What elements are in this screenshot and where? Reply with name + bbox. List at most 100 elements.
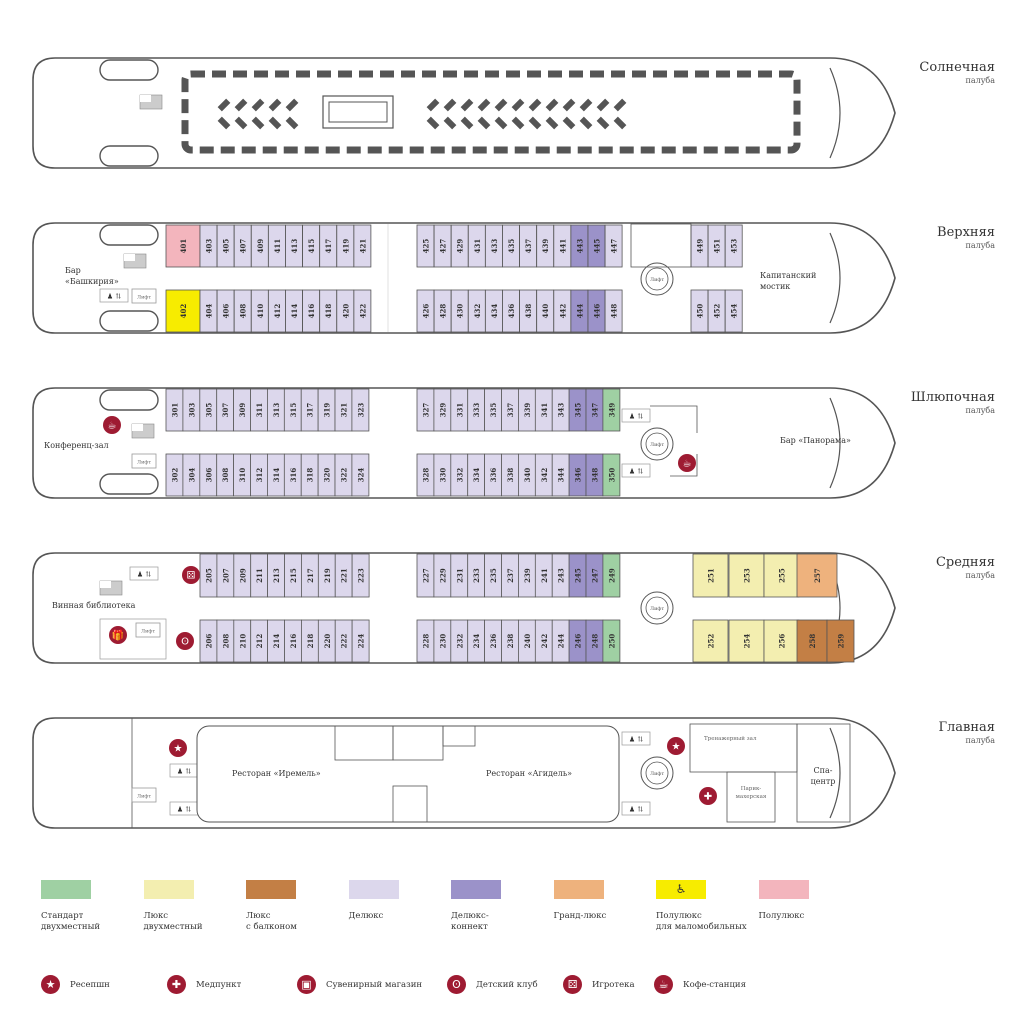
lifeboat — [99, 389, 159, 411]
restaurant-iremel-label: Ресторан «Иремель» — [232, 769, 321, 778]
cabin-label-243: 243 — [557, 568, 566, 583]
cabin-label-224: 224 — [357, 634, 366, 649]
legend-swatch — [451, 880, 501, 899]
deck-wall — [650, 405, 698, 433]
cabin-label-322: 322 — [340, 468, 349, 483]
gym-label: Тренажерный зал — [704, 736, 757, 742]
legend-label: двухместный — [143, 922, 203, 932]
cabin-254 — [728, 619, 765, 663]
legend-label: Гранд-люкс — [553, 911, 607, 921]
stairs-gap — [132, 424, 143, 431]
cabin-label-348: 348 — [591, 468, 600, 483]
cabin-label-316: 316 — [289, 468, 298, 483]
legend-label: Делюкс — [348, 911, 384, 921]
sun-lounger — [511, 98, 525, 112]
bow-line — [829, 727, 841, 819]
cabin-label-434: 434 — [490, 304, 499, 319]
coffee-icon — [678, 454, 696, 472]
sun-lounger — [268, 98, 282, 112]
cabin-label-308: 308 — [221, 468, 230, 483]
round-lift-inner — [645, 596, 669, 620]
cabin-label-430: 430 — [456, 304, 465, 319]
barber-label: махерская — [736, 794, 767, 800]
sun-lounger — [528, 98, 542, 112]
cabin-label-256: 256 — [778, 634, 787, 649]
sun-lounger — [217, 116, 231, 130]
legend-label: коннект — [451, 922, 488, 932]
round-lift-label: Лифт — [650, 770, 664, 777]
cross-icon: ✚ — [167, 975, 186, 994]
sun-lounger — [562, 98, 576, 112]
cabin-447 — [604, 224, 623, 268]
sun-pool-inner — [328, 101, 388, 123]
cabin-label-302: 302 — [171, 468, 180, 483]
sun-lounger — [285, 98, 299, 112]
service-label: Сувенирный магазин — [326, 979, 423, 990]
sun-lounger — [443, 98, 457, 112]
cabin-label-331: 331 — [455, 403, 464, 418]
gift-icon: ▣ — [297, 975, 316, 994]
cabin-label-213: 213 — [272, 568, 281, 583]
sun-lounger — [545, 116, 559, 130]
cabin-454 — [724, 289, 743, 333]
cabin-label-211: 211 — [255, 568, 264, 583]
cabin-label-349: 349 — [607, 403, 616, 418]
cabin-249 — [602, 553, 621, 598]
sun-lounger — [596, 98, 610, 112]
cabin-label-419: 419 — [341, 239, 350, 254]
cabin-label-253: 253 — [743, 568, 752, 583]
cabin-label-425: 425 — [422, 239, 431, 254]
cabin-label-339: 339 — [523, 403, 532, 418]
wc-icon: ♟ ⇅ — [629, 806, 644, 814]
round-lift-inner — [645, 267, 669, 291]
wine-library-room — [99, 618, 167, 660]
cabin-label-255: 255 — [778, 568, 787, 583]
cabin-label-449: 449 — [696, 239, 705, 254]
sun-lounger — [579, 98, 593, 112]
sun-lounger — [251, 116, 265, 130]
wc-box — [129, 566, 159, 581]
cabin-label-306: 306 — [204, 468, 213, 483]
cabin-label-345: 345 — [574, 403, 583, 418]
legend-swatch — [246, 880, 296, 899]
cross-icon — [699, 787, 717, 805]
cabin-label-206: 206 — [205, 634, 214, 649]
lift-label: Лифт — [141, 628, 155, 635]
cabin-label-227: 227 — [422, 568, 431, 583]
cabin-label-442: 442 — [558, 304, 567, 319]
cabin-224 — [351, 619, 370, 663]
cabin-label-333: 333 — [472, 403, 481, 418]
sun-deck-railing — [181, 70, 801, 154]
cabin-label-420: 420 — [341, 304, 350, 319]
cabin-label-321: 321 — [340, 403, 349, 418]
deck-wall — [630, 223, 692, 268]
cabin-label-249: 249 — [607, 568, 616, 583]
spa-room — [796, 723, 851, 823]
round-lift-label: Лифт — [650, 276, 664, 283]
cabin-label-411: 411 — [273, 239, 282, 254]
legend-swatch — [553, 880, 604, 899]
legend-label: для маломобильных — [656, 922, 747, 932]
lifeboat — [99, 59, 159, 81]
cabin-label-320: 320 — [323, 468, 332, 483]
sun-lounger — [443, 116, 457, 130]
legend-label: Полулюкс — [656, 911, 702, 921]
coffee-icon: ☕ — [654, 975, 673, 994]
cabin-label-229: 229 — [438, 568, 447, 583]
cabin-label-451: 451 — [713, 239, 722, 254]
sun-lounger — [217, 98, 231, 112]
cabin-label-237: 237 — [506, 568, 515, 583]
lift-box — [131, 787, 157, 803]
bar-panorama-label: Бар «Панорама» — [780, 436, 851, 445]
lift-box — [135, 622, 161, 638]
sun-lounger — [528, 116, 542, 130]
cabin-label-334: 334 — [472, 468, 481, 483]
dice-icon: ⚄ — [563, 975, 582, 994]
service-label: Детский клуб — [476, 979, 538, 990]
lifeboat — [99, 224, 159, 246]
cabin-label-311: 311 — [255, 403, 264, 418]
cabin-label-329: 329 — [438, 403, 447, 418]
